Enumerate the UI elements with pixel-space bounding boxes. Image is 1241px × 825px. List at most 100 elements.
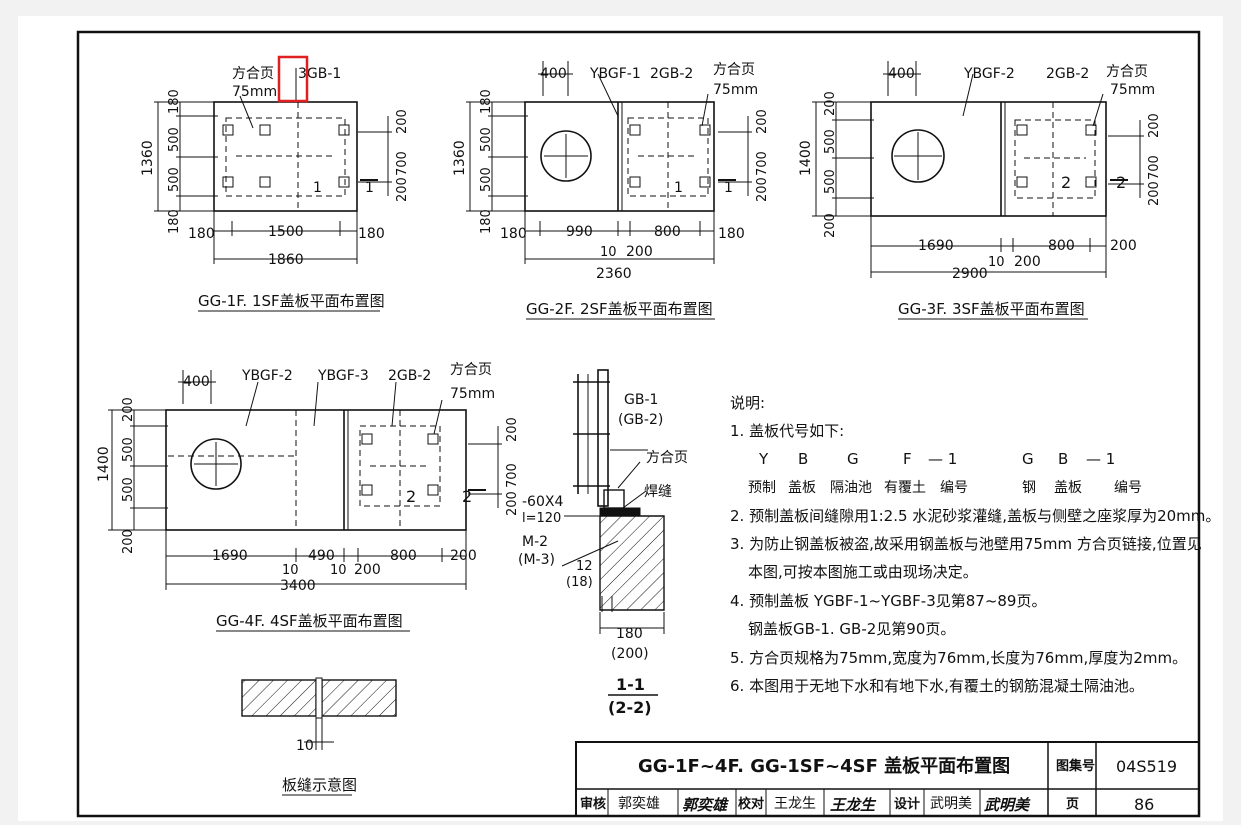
gg4-ybgf-b: YBGF-3 bbox=[317, 368, 369, 384]
sec-w: 180 bbox=[616, 626, 643, 642]
notes-1: 1. 盖板代号如下: bbox=[730, 422, 844, 440]
gg3-hinge-size: 75mm bbox=[1110, 82, 1155, 98]
notes-6: 6. 本图用于无地下水和有地下水,有覆土的钢筋混凝土隔油池。 bbox=[730, 677, 1144, 695]
sec-weld: 焊缝 bbox=[644, 484, 672, 500]
gg2-mark-1: 1 bbox=[674, 180, 683, 196]
gg1-hinge-size: 75mm bbox=[232, 84, 277, 100]
notes-2: 2. 预制盖板间缝隙用1:2.5 水泥砂浆灌缝,盖板与侧壁之座浆厚为20mm。 bbox=[730, 507, 1220, 525]
seam-caption: 板缝示意图 bbox=[282, 776, 357, 794]
code-5: G bbox=[1022, 450, 1034, 468]
sec-gap-alt: (18) bbox=[566, 575, 593, 590]
gg1-dim-r1: 200 bbox=[395, 109, 410, 134]
gg2-dim-b1: 180 bbox=[500, 226, 527, 242]
gg3-dim-l4: 200 bbox=[823, 213, 838, 238]
gg1-dim-b3: 180 bbox=[358, 226, 385, 242]
reviewer-signature: 郭奕雄 bbox=[682, 796, 729, 814]
gg2-dim-b3: 10 bbox=[600, 245, 617, 260]
gg2-plate: 2GB-2 bbox=[650, 66, 693, 82]
gg4-total-w: 3400 bbox=[280, 578, 316, 594]
gg3-dim-b5: 200 bbox=[1110, 238, 1137, 254]
code-name-2: 隔油池 bbox=[830, 480, 872, 496]
drawing-canvas: 方合页 75mm 3GB-1 180 500 500 180 1360 200 … bbox=[76, 30, 1220, 818]
gg1-hinge: 方合页 bbox=[232, 66, 274, 82]
gg4-mark-2: 2 bbox=[462, 487, 472, 506]
gg1-total-w: 1860 bbox=[268, 252, 304, 268]
gg2-w400: 400 bbox=[540, 66, 567, 82]
gg4-dim-r3: 200 bbox=[505, 491, 520, 516]
code-3: F bbox=[903, 450, 912, 468]
gg2-dim-r2: 700 bbox=[755, 151, 770, 176]
code-name-5: 钢 bbox=[1022, 480, 1036, 496]
notes-5: 5. 方合页规格为75mm,宽度为76mm,长度为76mm,厚度为2mm。 bbox=[730, 649, 1187, 667]
notes-heading: 说明: bbox=[730, 394, 765, 412]
gg2-total-h: 1360 bbox=[452, 140, 468, 176]
sec-bar-len: l=120 bbox=[522, 511, 561, 526]
atlas-label: 图集号 bbox=[1056, 758, 1095, 774]
gg1-mark-1: 1 bbox=[313, 180, 322, 196]
sec-title-alt: (2-2) bbox=[608, 698, 652, 717]
gg3-total-w: 2900 bbox=[952, 266, 988, 282]
gg3-ybgf: YBGF-2 bbox=[963, 66, 1015, 82]
gg1-dim-l3: 500 bbox=[167, 167, 182, 192]
sec-title: 1-1 bbox=[616, 675, 645, 694]
gg2-hinge: 方合页 bbox=[713, 62, 755, 78]
gg2-dim-b5: 800 bbox=[654, 224, 681, 240]
designer-signature: 武明美 bbox=[984, 796, 1031, 814]
plan-gg3 bbox=[812, 61, 1144, 278]
gg3-dim-l1: 200 bbox=[823, 91, 838, 116]
notes-3b: 本图,可按本图施工或由现场决定。 bbox=[748, 563, 978, 581]
gg4-dim-b4: 10 bbox=[330, 563, 347, 578]
code-name-1: 盖板 bbox=[788, 480, 816, 496]
gg3-w400: 400 bbox=[888, 66, 915, 82]
seam-sketch bbox=[241, 677, 397, 750]
drawing-sheet: 方合页 75mm 3GB-1 180 500 500 180 1360 200 … bbox=[18, 16, 1223, 821]
gg1-dim-l4: 180 bbox=[167, 209, 182, 234]
gg1-dim-b2: 1500 bbox=[268, 224, 304, 240]
code-name-4: 编号 bbox=[940, 480, 968, 496]
gg1-dim-b1: 180 bbox=[188, 226, 215, 242]
gg1-dim-l1: 180 bbox=[167, 89, 182, 114]
reviewer: 郭奕雄 bbox=[618, 795, 660, 812]
highlight-box bbox=[277, 55, 309, 103]
sec-gb: GB-1 bbox=[624, 392, 658, 408]
sec-m: M-2 bbox=[522, 534, 548, 550]
gg3-dim-b4: 800 bbox=[1048, 238, 1075, 254]
gg2-dim-l1: 180 bbox=[479, 89, 494, 114]
gg3-dim-r1: 200 bbox=[1147, 113, 1162, 138]
gg1-total-h: 1360 bbox=[140, 140, 156, 176]
gg2-caption: GG-2F. 2SF盖板平面布置图 bbox=[526, 300, 713, 318]
page-label: 页 bbox=[1066, 797, 1079, 812]
gg1-dim-r2: 700 bbox=[395, 151, 410, 176]
section-detail bbox=[561, 369, 665, 634]
gg2-dim-b4: 200 bbox=[626, 244, 653, 260]
gg4-dim-b2: 10 bbox=[282, 563, 299, 578]
sec-m-alt: (M-3) bbox=[518, 552, 555, 568]
plan-gg2 bbox=[466, 61, 752, 264]
gg2-dim-l2: 500 bbox=[479, 127, 494, 152]
notes: 说明: 1. 盖板代号如下: Y B G F — 1 G B — 1 预制 盖板… bbox=[730, 394, 1220, 695]
gg4-mark-1: 2 bbox=[406, 487, 416, 506]
gg4-dim-b7: 200 bbox=[450, 548, 477, 564]
gg4-hinge-size: 75mm bbox=[450, 386, 495, 402]
code-name-6: 盖板 bbox=[1054, 480, 1082, 496]
title-block bbox=[575, 741, 1200, 817]
sec-bar: -60X4 bbox=[522, 494, 563, 510]
design-label: 设计 bbox=[894, 796, 920, 812]
gg1-mark-2: 1 bbox=[365, 180, 374, 196]
gg3-dim-b3: 200 bbox=[1014, 254, 1041, 270]
gg3-total-h: 1400 bbox=[798, 140, 814, 176]
gg3-dim-l3: 500 bbox=[823, 169, 838, 194]
atlas-no: 04S519 bbox=[1116, 757, 1177, 776]
sheet-title: GG-1F~4F. GG-1SF~4SF 盖板平面布置图 bbox=[638, 755, 1010, 777]
gg3-dim-b1: 1690 bbox=[918, 238, 954, 254]
gg2-dim-l4: 180 bbox=[479, 209, 494, 234]
check-label: 校对 bbox=[738, 796, 764, 812]
gg2-dim-r3: 200 bbox=[755, 177, 770, 202]
gg2-ybgf: YBGF-1 bbox=[589, 66, 641, 82]
gg4-dim-r1: 200 bbox=[505, 417, 520, 442]
gg1-dim-l2: 500 bbox=[167, 127, 182, 152]
code-0: Y bbox=[758, 450, 769, 468]
gg1-dim-r3: 200 bbox=[395, 177, 410, 202]
gg3-dim-l2: 500 bbox=[823, 129, 838, 154]
gg2-mark-2: 1 bbox=[724, 180, 733, 196]
